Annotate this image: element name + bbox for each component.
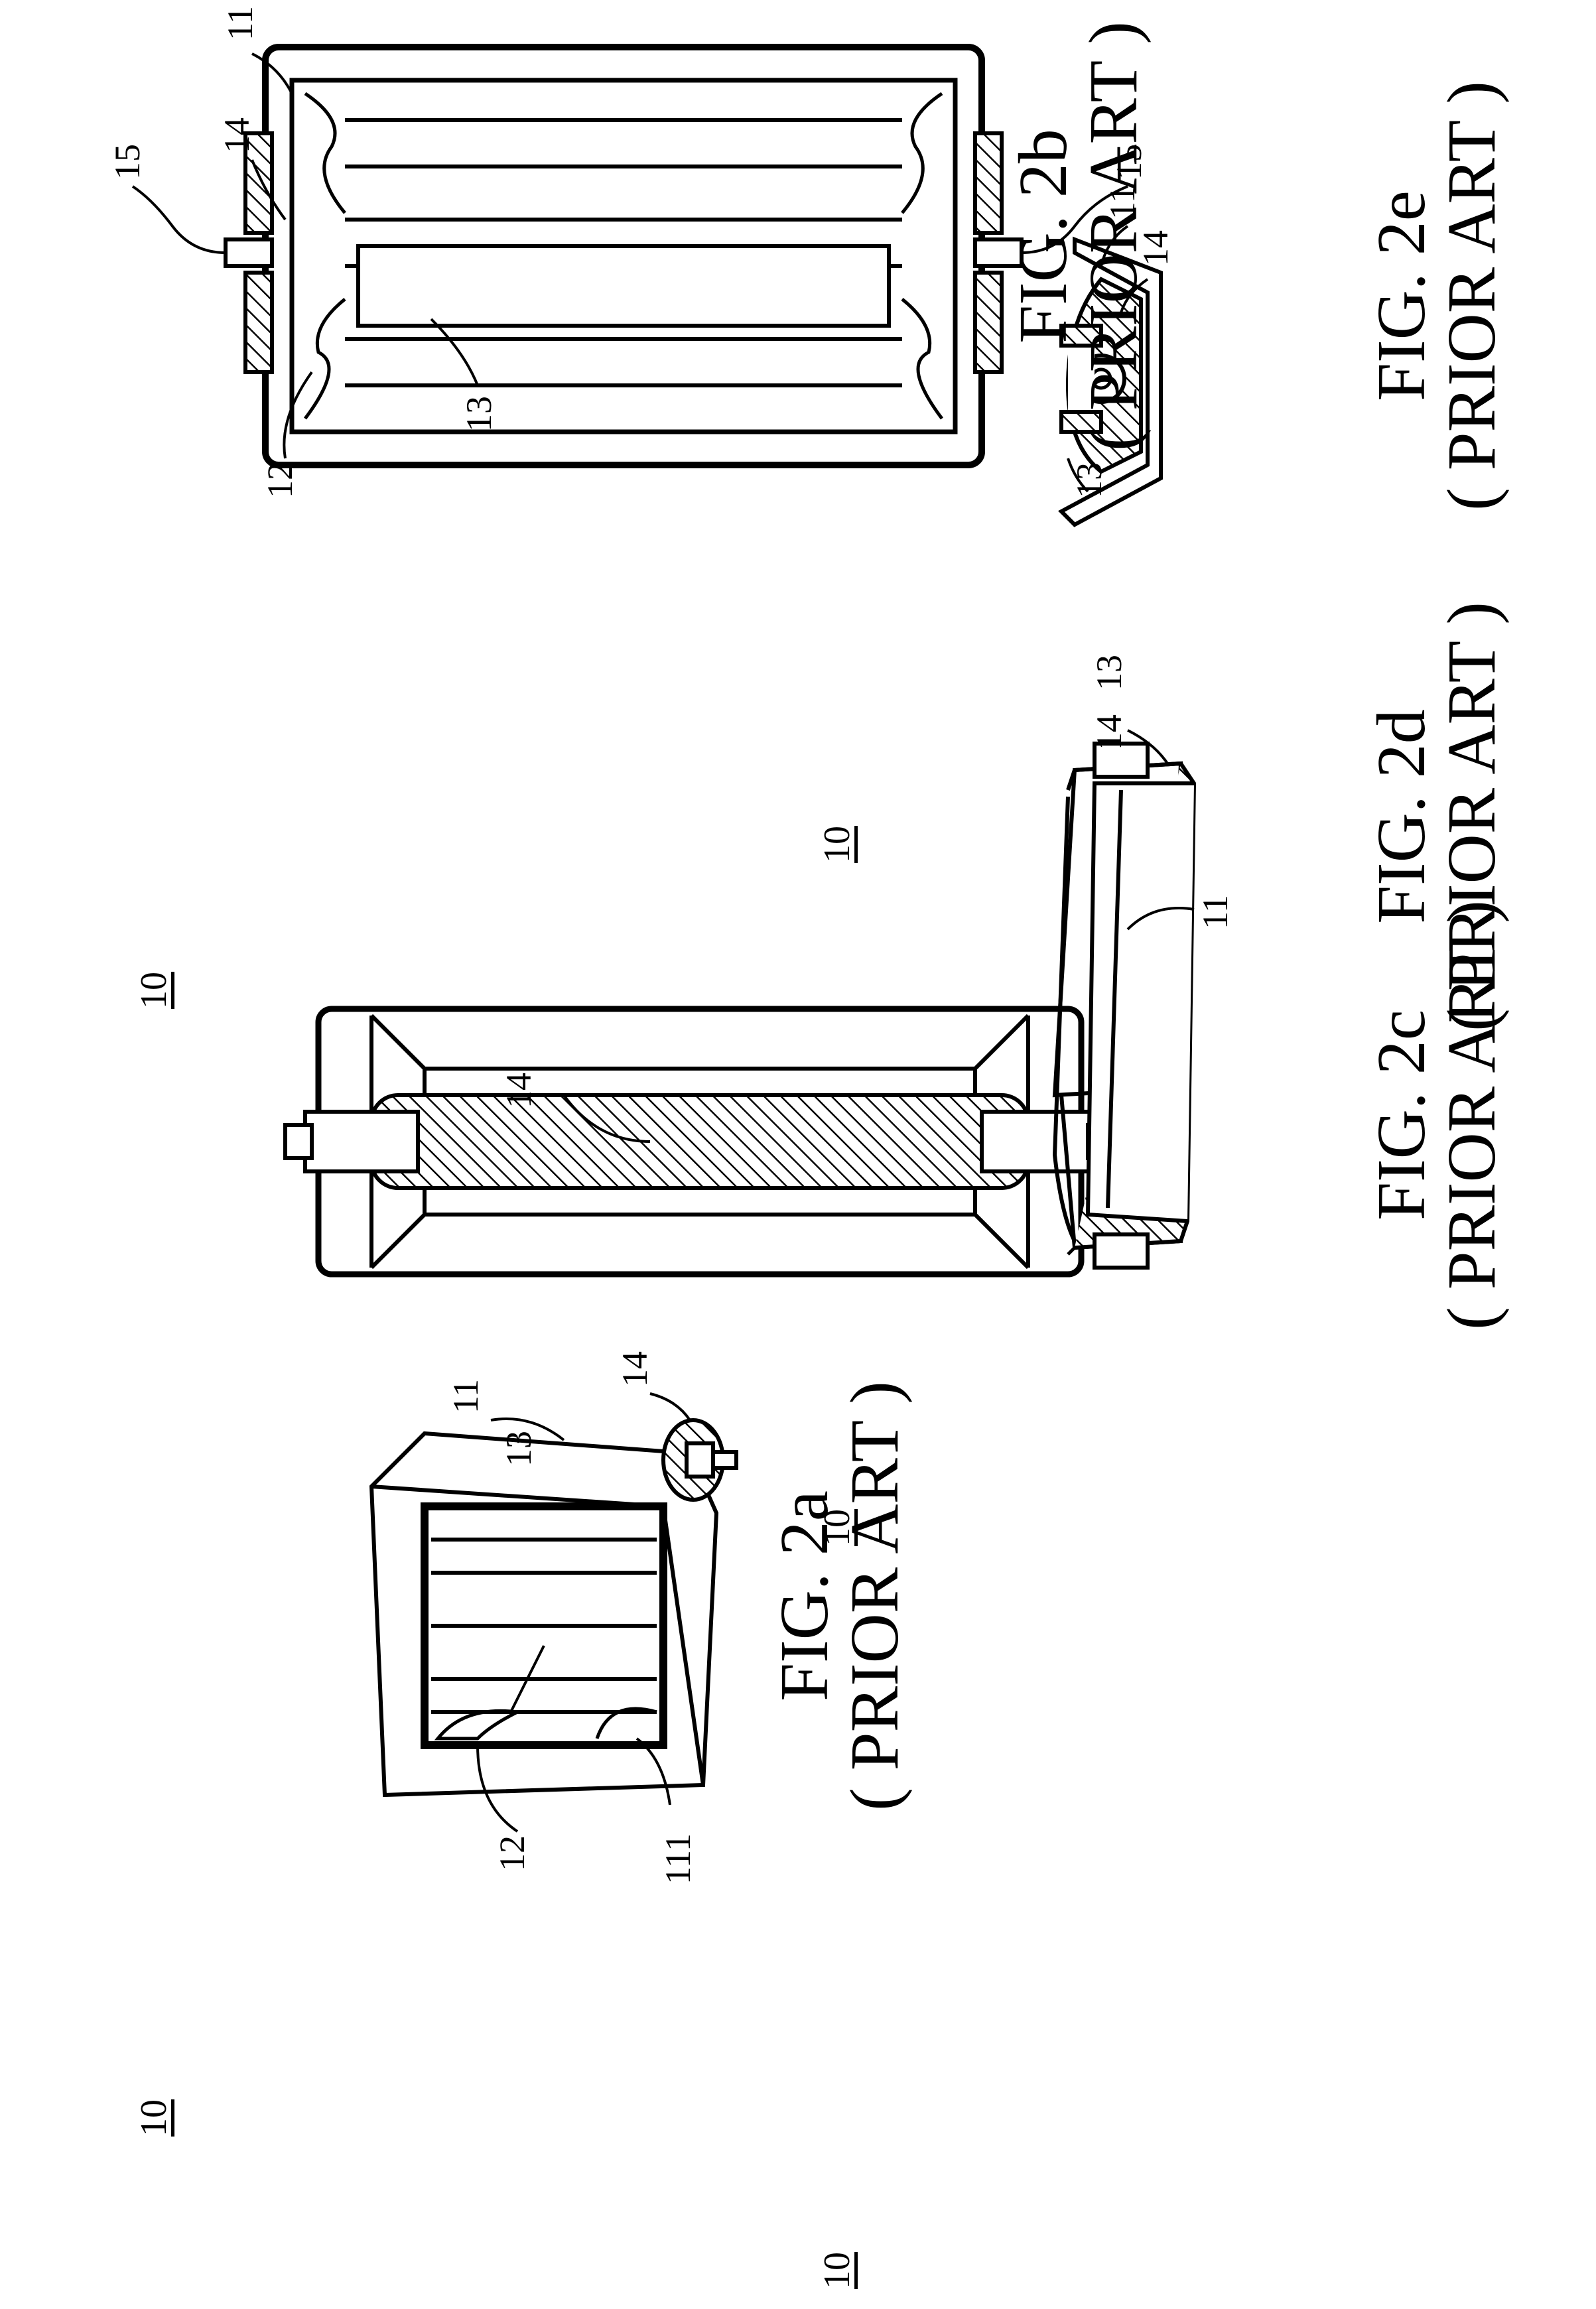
fig-2a-label-13: 13	[499, 1431, 539, 1467]
fig-2a-label-111: 111	[658, 1833, 698, 1884]
fig-2b-label-12: 12	[260, 462, 300, 498]
fig-2a-subtitle: ( PRIOR ART )	[836, 1381, 913, 1811]
fig-2a-label-12: 12	[492, 1835, 532, 1871]
fig-2b-label-11: 11	[220, 6, 260, 40]
fig-2e-reference-numeral: 10	[817, 826, 858, 863]
fig-2b-label-13: 13	[459, 396, 499, 432]
fig-2d-reference-numeral: 10	[817, 1509, 858, 1546]
fig-2e-drawing	[1058, 225, 1163, 527]
fig-2b-label-15-left: 15	[1109, 144, 1149, 180]
fig-2b-label-14: 14	[217, 117, 257, 153]
fig-2a-label-14: 14	[615, 1351, 655, 1387]
fig-2e-title: FIG. 2e	[1363, 190, 1439, 401]
fig-2b-caption: FIG. 2b ( PRIOR ART )	[1005, 0, 1152, 551]
fig-2d-label-13: 13	[1089, 655, 1129, 691]
fig-2b-label-15-right: 15	[107, 144, 147, 180]
fig-2e-label-13: 13	[1069, 462, 1109, 498]
fig-2b-drawing	[131, 44, 1128, 468]
fig-2d-label-11: 11	[1195, 895, 1235, 929]
fig-2b-reference-numeral: 10	[133, 972, 174, 1009]
fig-2a-caption: FIG. 2a ( PRIOR ART )	[766, 1281, 913, 1911]
fig-2e-caption: FIG. 2e ( PRIOR ART )	[1363, 0, 1510, 611]
fig-2a-title: FIG. 2a	[766, 1490, 842, 1701]
fig-2b-subtitle: ( PRIOR ART )	[1075, 21, 1152, 451]
fig-2a-label-11: 11	[446, 1379, 486, 1414]
fig-2e-label-14: 14	[1136, 230, 1175, 266]
fig-2d-drawing	[1052, 729, 1197, 1270]
fig-2c-reference-numeral: 10	[817, 2252, 858, 2289]
fig-2a-drawing	[369, 1392, 738, 1833]
fig-2c-label-14: 14	[499, 1073, 539, 1108]
fig-2e-subtitle: ( PRIOR ART )	[1433, 81, 1510, 511]
fig-2e-label-11: 11	[1102, 185, 1142, 220]
fig-2a-reference-numeral: 10	[133, 2099, 174, 2137]
fig-2c-drawing	[283, 1006, 1116, 1278]
fig-2b-title: FIG. 2b	[1005, 129, 1081, 344]
fig-2d-label-14: 14	[1089, 714, 1129, 750]
